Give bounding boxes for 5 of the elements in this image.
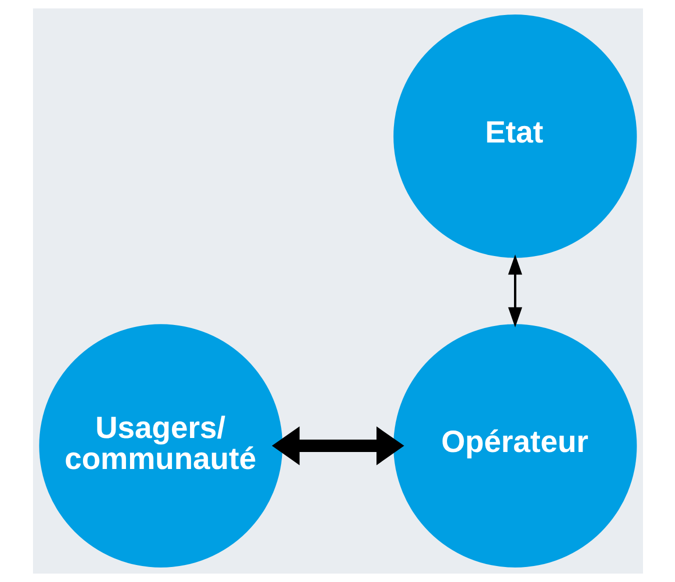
node-circle: Opérateur bbox=[392, 324, 636, 568]
arrow bbox=[508, 254, 522, 328]
node-circle: Etat bbox=[392, 14, 636, 258]
node-circle: Usagers/ communauté bbox=[38, 324, 282, 568]
arrow bbox=[271, 426, 404, 466]
